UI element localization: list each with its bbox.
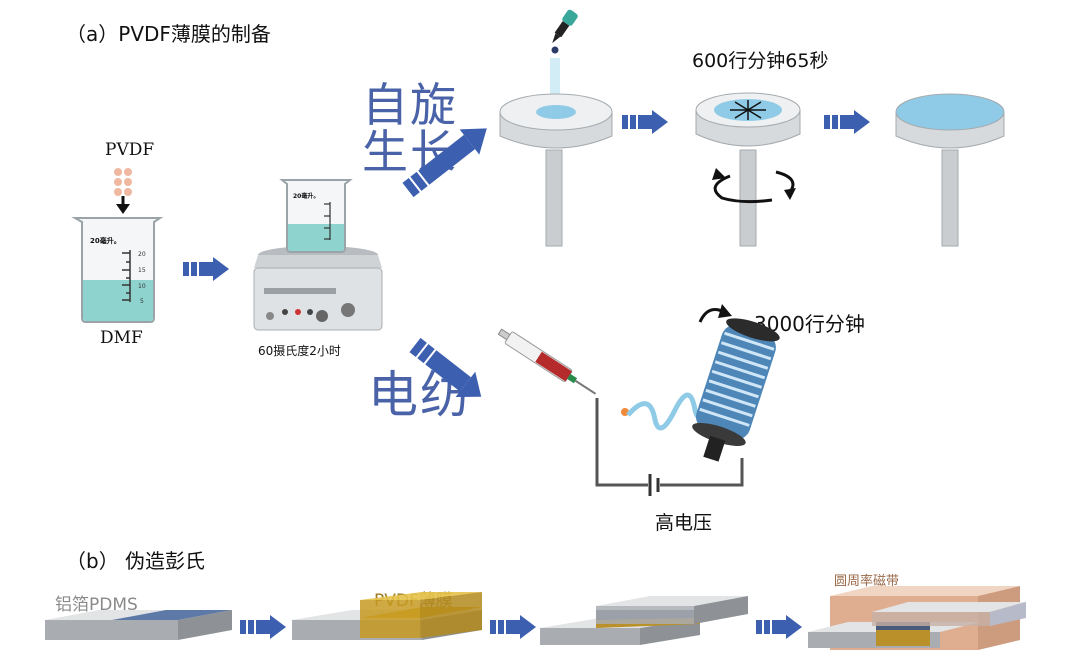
arrow-right-icon-2 — [622, 110, 668, 134]
beaker-tick-10: 10 — [138, 283, 146, 290]
step1-slab — [45, 610, 232, 640]
arrow-right-icon-4 — [240, 615, 286, 639]
collector-drum — [692, 318, 780, 462]
magnetic-stirrer — [253, 246, 383, 331]
beaker-volume-label: 20毫升。 — [90, 236, 121, 245]
syringe-icon — [497, 328, 597, 395]
spin-coater-3 — [895, 93, 1005, 247]
beaker-tick-20: 20 — [138, 251, 146, 258]
beaker-tick-5: 5 — [140, 298, 144, 305]
section-a-title: （a）PVDF薄膜的制备 — [66, 22, 271, 46]
arrow-right-icon — [183, 257, 229, 281]
stir-label: 60摄氏度2小时 — [258, 344, 341, 358]
spread-arrows-icon — [730, 100, 766, 120]
spin-method-line1: 自旋 — [362, 78, 458, 132]
beaker-tick-15: 15 — [138, 267, 146, 274]
section-b-title: （b） 伪造彭氏 — [66, 549, 206, 573]
arrow-right-icon-3 — [824, 110, 870, 134]
step4-label: 圆周率磁带 — [834, 574, 900, 589]
droplet — [551, 46, 559, 54]
spin-coater-2 — [695, 92, 801, 247]
down-arrow-icon — [116, 196, 130, 214]
dmf-label: DMF — [100, 328, 143, 348]
battery-icon — [648, 474, 660, 496]
circuit-wire — [595, 398, 744, 487]
pvdf-label: PVDF — [105, 140, 155, 160]
step3-stack — [540, 596, 748, 645]
stirrer-beaker-volume-label: 20毫升。 — [293, 192, 319, 200]
spin-speed-label: 600行分钟65秒 — [692, 50, 829, 72]
pvdf-pellets — [114, 168, 132, 196]
arrow-diagonal-up-icon — [402, 128, 487, 198]
rotation-icon — [698, 304, 732, 323]
dropper-icon — [552, 9, 578, 44]
step2-slab — [292, 592, 482, 640]
arrow-diagonal-down-icon — [409, 337, 482, 398]
liquid-stream — [550, 58, 560, 100]
dmf-beaker: 20毫升。 20 15 10 5 — [71, 217, 164, 323]
arrow-right-icon-6 — [756, 615, 802, 639]
stirrer-beaker: 20毫升。 — [279, 179, 353, 253]
arrow-right-icon-5 — [490, 615, 536, 639]
high-voltage-label: 高电压 — [655, 512, 713, 534]
step4-taped-stack — [808, 586, 1026, 650]
spin-coater-1 — [499, 93, 613, 247]
